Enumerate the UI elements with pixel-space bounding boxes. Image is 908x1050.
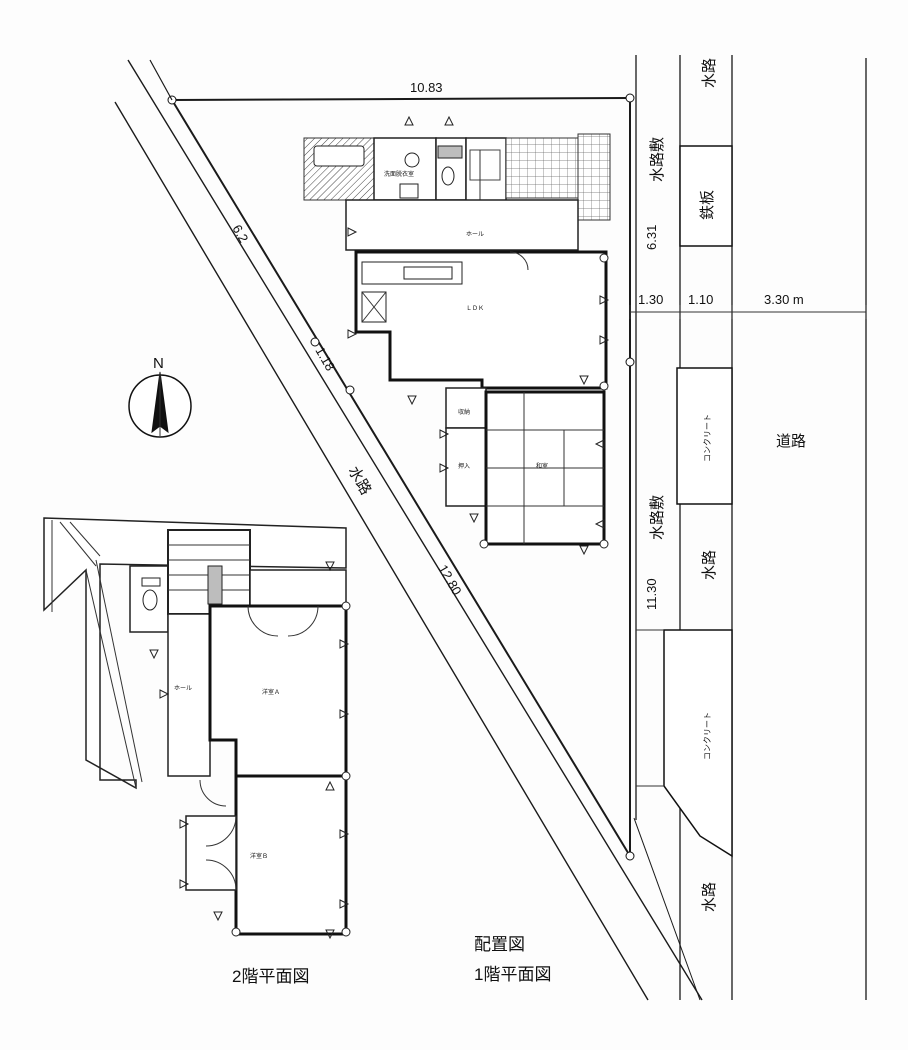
- label-waterway-strip-lower: 水路敷: [648, 495, 666, 540]
- label-waterway-top: 水路: [701, 58, 718, 88]
- japanese-room-label-tiny: 和室: [536, 462, 548, 470]
- storage: [445, 387, 487, 429]
- ldk-label-tiny: ＬＤＫ: [466, 305, 484, 312]
- diagonal-waterway: [114, 59, 703, 1001]
- room-a-label-tiny: 洋室Ａ: [262, 688, 280, 696]
- washroom-label-tiny: 洗面脱衣室: [384, 170, 414, 178]
- hall-2f-label-tiny: ホール: [174, 685, 192, 692]
- hall-label-tiny: ホール: [466, 231, 484, 238]
- concrete-block-upper: [676, 367, 733, 505]
- floor2-plan: 洋室Ａ 洋室Ｂ ホール: [43, 517, 351, 940]
- concrete-block-lower: [663, 629, 733, 858]
- dim-top-width: 10.83: [410, 80, 443, 95]
- hall-2f: [167, 613, 211, 777]
- room-b: [234, 774, 348, 936]
- entrance: [505, 137, 579, 199]
- caption-floor2: 2階平面図: [232, 967, 309, 986]
- dim-road-width: 3.30 m: [764, 292, 804, 307]
- label-waterway-mid: 水路: [701, 550, 718, 580]
- road-lines: [633, 55, 867, 1001]
- floor1-plan: 洗面脱衣室 ホール ＬＤＫ 収納 押入 和室: [303, 115, 611, 556]
- label-road: 道路: [776, 433, 806, 450]
- closet-label-tiny: 押入: [458, 462, 470, 470]
- dim-setback-b: 1.10: [688, 292, 713, 307]
- ldk-room: [354, 250, 608, 390]
- label-north: N: [153, 355, 164, 372]
- caption-floor1: 1階平面図: [474, 965, 551, 984]
- dim-diag-lower: 12.80: [435, 562, 464, 598]
- room-b-label-tiny: 洋室Ｂ: [250, 852, 268, 860]
- porch: [577, 133, 611, 221]
- storage-label-tiny: 収納: [458, 408, 470, 416]
- roof-balcony: [43, 517, 347, 790]
- setback-dimension: [629, 305, 867, 319]
- closet-2f-upper: [249, 569, 347, 609]
- steel-plate-block: [679, 145, 733, 247]
- label-diag-waterway: 水路: [345, 464, 375, 498]
- closet-2f-lower: [185, 815, 237, 891]
- dim-right-upper: 6.31: [644, 225, 659, 250]
- corridor: [345, 199, 579, 251]
- dim-setback-a: 1.30: [638, 292, 663, 307]
- north-arrow: [128, 371, 192, 438]
- label-waterway-strip-upper: 水路敷: [648, 137, 666, 182]
- site-boundary: [167, 93, 635, 861]
- label-waterway-bottom: 水路: [701, 882, 718, 912]
- label-concrete-lower: コンクリート: [703, 712, 712, 760]
- caption-site-plan: 配置図: [474, 935, 525, 954]
- dim-right-lower: 11.30: [644, 578, 659, 610]
- label-concrete-upper: コンクリート: [703, 414, 712, 462]
- washbasin: [404, 152, 420, 168]
- label-steel-plate: 鉄板: [698, 190, 716, 220]
- bathtub: [313, 145, 365, 167]
